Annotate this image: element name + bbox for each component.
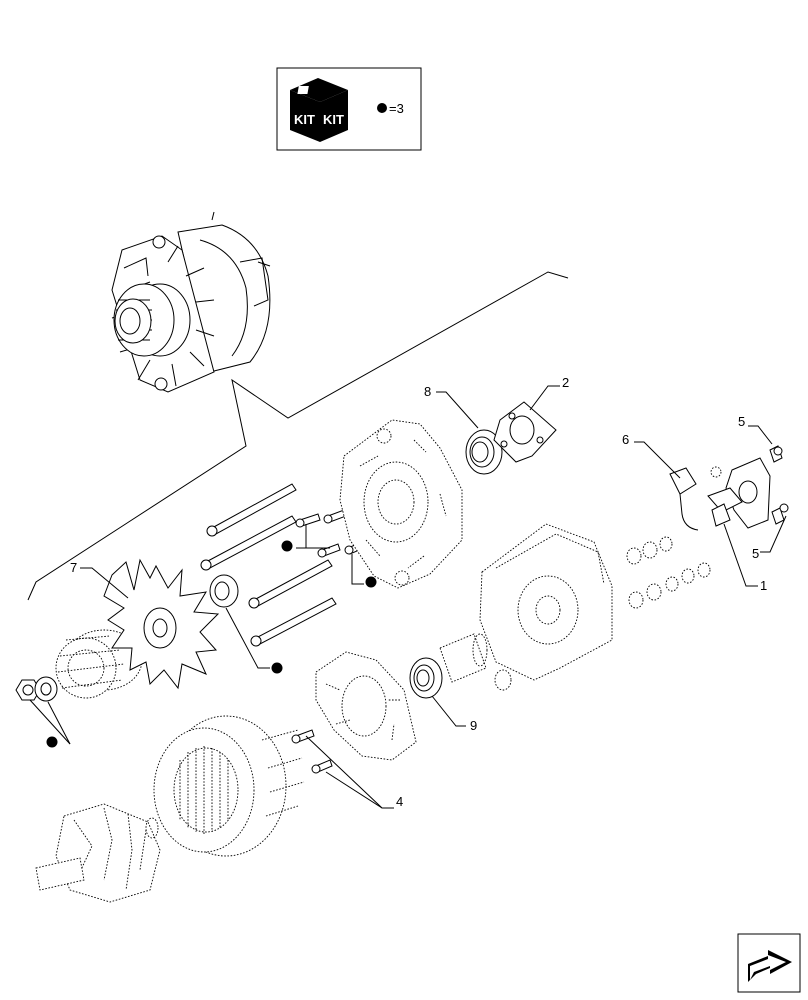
kit-legend: KIT KIT =3 [276, 67, 422, 151]
callout-2: 2 [562, 375, 569, 390]
bearing-rear [409, 657, 443, 699]
callout-8: 8 [424, 384, 431, 399]
kit-box-icon: KIT KIT [290, 78, 348, 142]
callout-5-bottom: 5 [752, 546, 759, 561]
callout-4: 4 [396, 794, 403, 809]
callout-7: 7 [70, 560, 77, 575]
callout-numbers: 1 2 4 5 5 6 7 8 9 [70, 375, 767, 809]
leader-lines [29, 385, 787, 809]
spacer-ring [209, 574, 239, 608]
callout-6: 6 [622, 432, 629, 447]
callout-1: 1 [760, 578, 767, 593]
bearing-retainer-plate [493, 401, 557, 463]
suppression-capacitor [669, 467, 699, 531]
filled-dot-icon [271, 662, 283, 674]
filled-dot-icon [46, 736, 58, 748]
pulley-nut [15, 676, 58, 702]
filled-dot-icon [281, 540, 293, 552]
rotor [35, 803, 161, 903]
kit-quantity-text: =3 [389, 101, 404, 116]
exploded-view-bracket [27, 271, 569, 601]
bearing-front [465, 429, 503, 475]
rectifier-plate [315, 651, 417, 761]
kit-label-right: KIT [323, 112, 344, 127]
slip-ring-end-housing [479, 523, 613, 681]
kit-bullets [46, 540, 377, 748]
regulator-screws [769, 445, 789, 525]
terminal-nuts-washers [626, 466, 722, 609]
kit-label-left: KIT [294, 112, 315, 127]
assembled-alternator [111, 211, 271, 393]
stator [153, 715, 305, 857]
rectifier-screws [291, 729, 333, 774]
callout-9: 9 [470, 718, 477, 733]
filled-dot-icon [365, 576, 377, 588]
voltage-regulator [707, 457, 771, 529]
drive-end-housing [339, 419, 463, 589]
filled-dot-icon [377, 103, 387, 113]
arrow-next-page-icon[interactable] [737, 933, 801, 993]
sleeve-parts [439, 633, 512, 691]
through-bolts [200, 483, 337, 647]
callout-5-top: 5 [738, 414, 745, 429]
cooling-fan [103, 558, 220, 690]
